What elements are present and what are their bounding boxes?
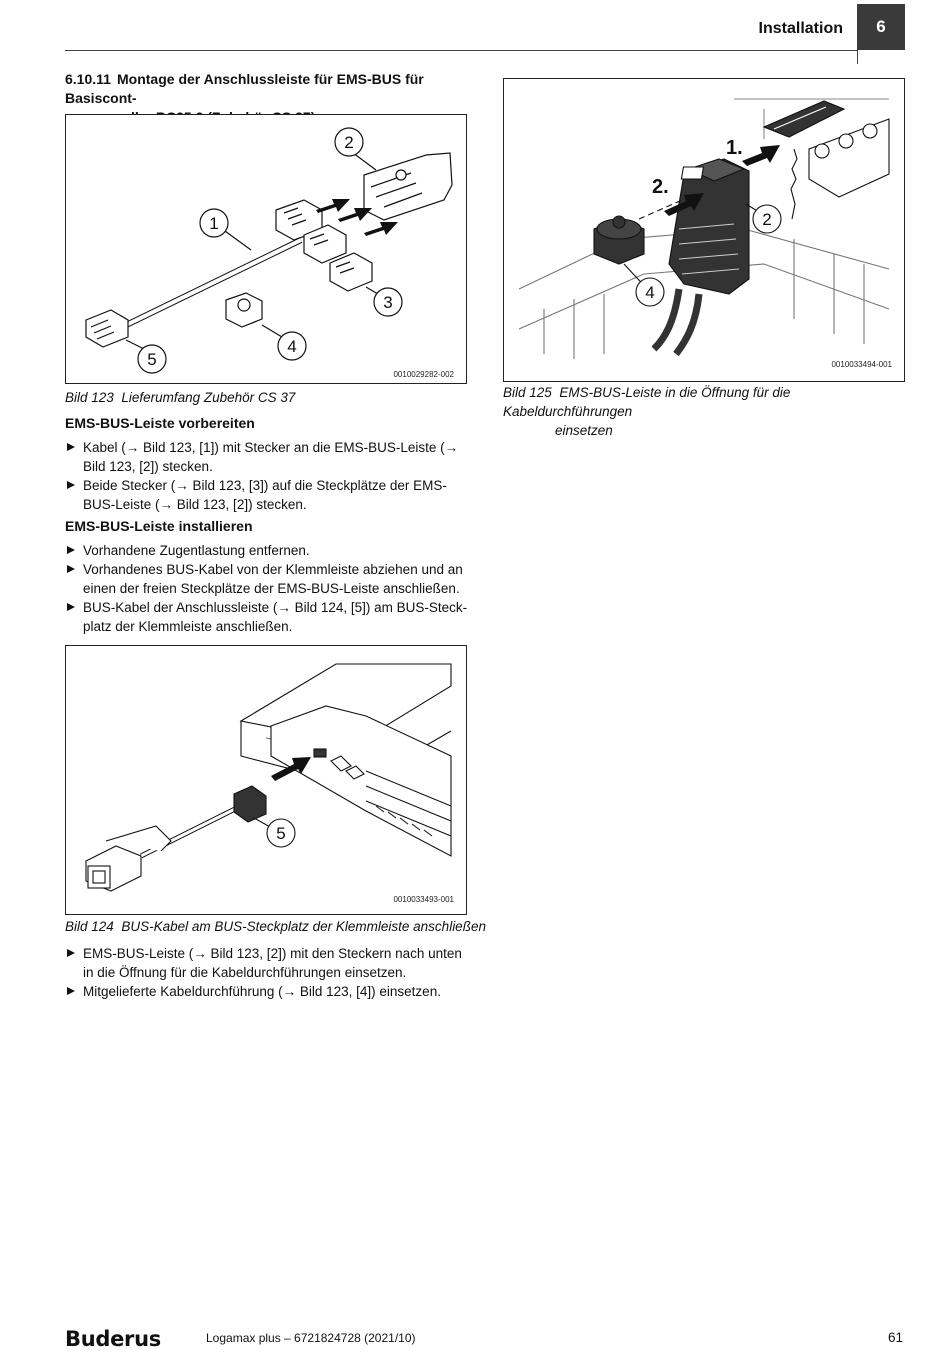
install-heading: EMS-BUS-Leiste installieren (65, 518, 253, 534)
brand-logo: Buderus (65, 1327, 161, 1351)
figure-123: 2 1 3 5 4 0010029282-002 (65, 114, 467, 384)
section-title-line1: Montage der Anschlussleiste für EMS-BUS … (65, 71, 424, 106)
final-steps: EMS-BUS-Leiste (→ Bild 123, [2]) mit den… (65, 944, 470, 1001)
figure-123-id: 0010029282-002 (393, 370, 454, 379)
prep-step: Beide Stecker (→ Bild 123, [3]) auf die … (65, 476, 470, 514)
figure-125-caption: Bild 125 EMS-BUS-Leiste in die Öffnung f… (503, 383, 913, 440)
figure-124-id: 0010033493-001 (393, 895, 454, 904)
figure-125-caption-text-line2: einsetzen (555, 423, 613, 438)
final-step: EMS-BUS-Leiste (→ Bild 123, [2]) mit den… (65, 944, 470, 982)
figure-125-id: 0010033494-001 (831, 360, 892, 369)
prep-step: Kabel (→ Bild 123, [1]) mit Stecker an d… (65, 438, 470, 476)
figure-125: 1. 2. 2 4 0010033494-001 (503, 78, 905, 382)
figure-124-caption: Bild 124 BUS-Kabel am BUS-Steckplatz der… (65, 917, 486, 936)
prep-steps: Kabel (→ Bild 123, [1]) mit Stecker an d… (65, 438, 470, 514)
figure-125-drawing: 1. 2. 2 4 (518, 98, 890, 359)
fig123-callout-5: 5 (147, 350, 156, 369)
header-tick (857, 50, 858, 64)
fig125-callout-4: 4 (645, 283, 654, 302)
section-number: 6.10.11 (65, 71, 111, 87)
install-step: BUS-Kabel der Anschlussleiste (→ Bild 12… (65, 598, 470, 636)
footer-doc-ref: Logamax plus – 6721824728 (2021/10) (206, 1331, 416, 1345)
prep-heading: EMS-BUS-Leiste vorbereiten (65, 415, 255, 431)
page-number: 61 (887, 1330, 903, 1345)
install-steps: Vorhandene Zugentlastung entfernen. Vorh… (65, 541, 470, 636)
figure-124-caption-text: BUS-Kabel am BUS-Steckplatz der Klemmlei… (121, 919, 486, 934)
figure-125-caption-text-line1: EMS-BUS-Leiste in die Öffnung für die Ka… (503, 385, 791, 419)
fig125-step-1: 1. (726, 137, 743, 159)
fig123-callout-2: 2 (344, 133, 353, 152)
figure-124: 5 0010033493-001 (65, 645, 467, 915)
fig123-callout-3: 3 (383, 293, 392, 312)
figure-123-caption: Bild 123 Lieferumfang Zubehör CS 37 (65, 388, 295, 407)
fig123-callout-4: 4 (287, 337, 296, 356)
fig124-callout-5: 5 (276, 824, 285, 843)
fig125-step-2: 2. (652, 176, 669, 198)
figure-123-caption-text: Lieferumfang Zubehör CS 37 (121, 390, 296, 405)
chapter-number: 6 (857, 4, 905, 50)
fig125-callout-2: 2 (762, 210, 771, 229)
figure-123-drawing: 2 1 3 5 4 (85, 127, 453, 374)
figure-124-caption-label: Bild 124 (65, 919, 114, 934)
figure-124-drawing: 5 (85, 663, 452, 892)
install-step: Vorhandenes BUS-Kabel von der Klemmleist… (65, 560, 470, 598)
install-step: Vorhandene Zugentlastung entfernen. (65, 541, 470, 560)
final-step: Mitgelieferte Kabeldurchführung (→ Bild … (65, 982, 470, 1001)
header-title: Installation (758, 20, 843, 37)
figure-123-caption-label: Bild 123 (65, 390, 114, 405)
figure-125-caption-label: Bild 125 (503, 385, 552, 400)
header-rule (65, 50, 858, 51)
fig123-callout-1: 1 (209, 214, 218, 233)
